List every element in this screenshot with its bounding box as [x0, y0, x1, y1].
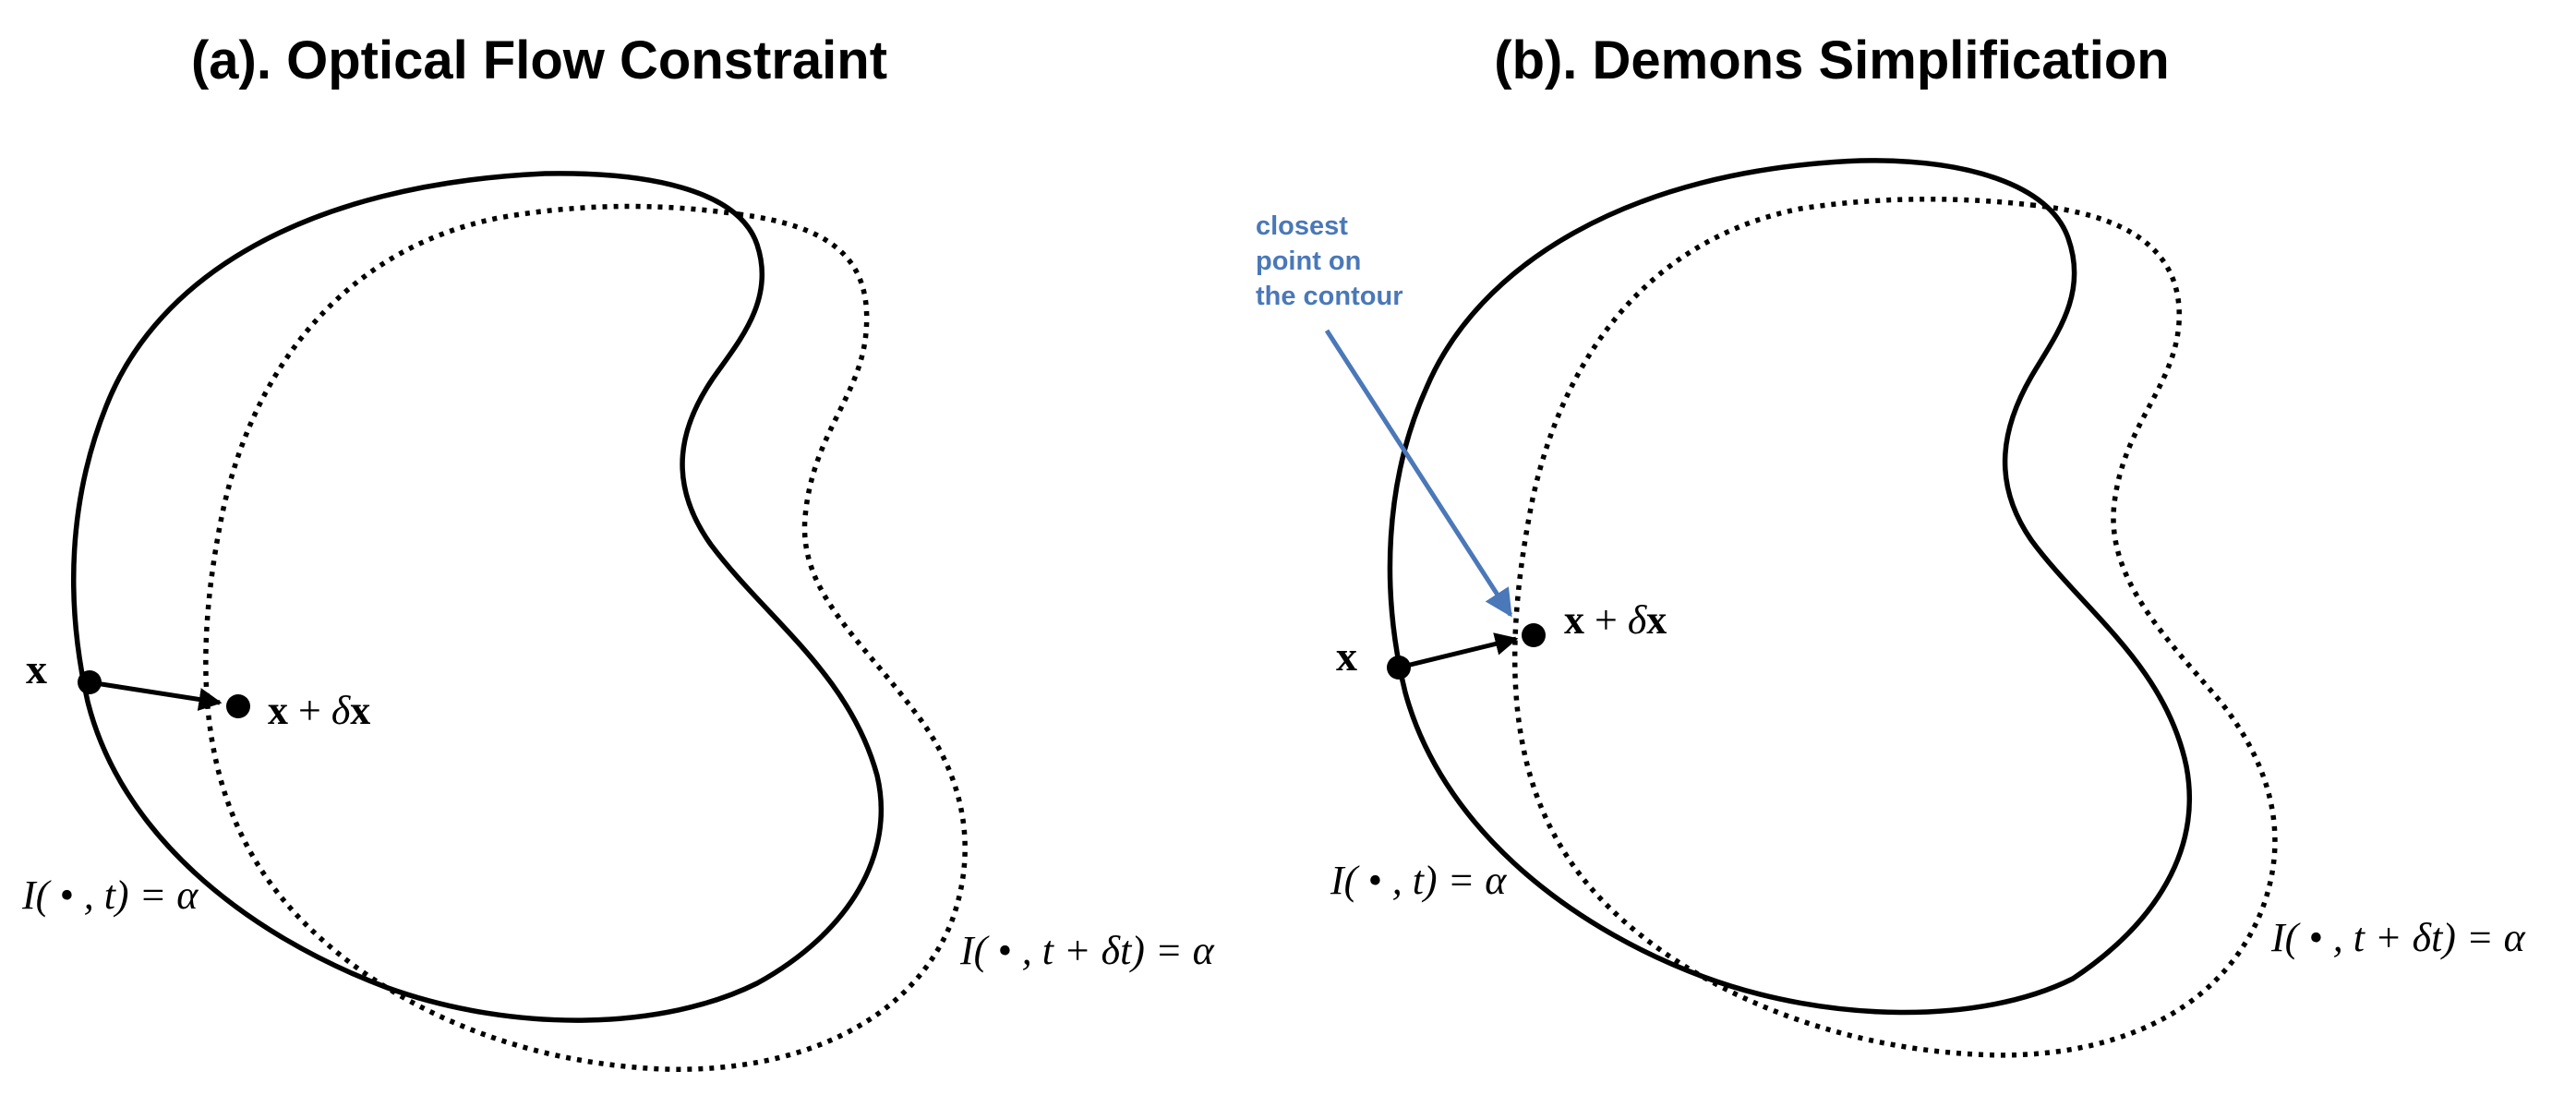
panel-b-point-x-label: x: [1336, 632, 1357, 680]
panel-b-annotation-line-1: closest: [1256, 211, 1348, 241]
panel-b-annotation: closest point on the contour: [1256, 211, 1403, 311]
panel-a: (a). Optical Flow Constraint x x + δx I(…: [21, 30, 1215, 1072]
panel-a-point-x-dx: [226, 694, 250, 718]
panel-b-annotation-arrow: [1324, 329, 1513, 618]
panel-a-contour-t-dt: [203, 203, 968, 1072]
panel-b-contour-t-dt-label: I( • , t + δt) = α: [2270, 915, 2526, 960]
panel-b-point-x: [1387, 656, 1411, 680]
panel-b-contour-t-label: I( • , t) = α: [1330, 858, 1507, 903]
panel-b-point-x-dx: [1522, 623, 1546, 647]
panel-a-contour-t: [70, 171, 885, 1023]
panel-a-title: (a). Optical Flow Constraint: [191, 30, 887, 90]
panel-a-point-x-label: x: [26, 645, 47, 692]
panel-b-annotation-line-2: point on: [1256, 247, 1361, 276]
panel-b-displacement-arrow: [1398, 632, 1519, 670]
panel-b-annotation-line-3: the contour: [1256, 282, 1403, 311]
panel-b: (b). Demons Simplification closest point…: [1256, 30, 2526, 1058]
panel-a-contour-t-label: I( • , t) = α: [21, 872, 199, 918]
panel-b-contour-t: [1387, 158, 2192, 1016]
panel-b-title: (b). Demons Simplification: [1494, 30, 2170, 90]
panel-a-point-x: [78, 670, 102, 694]
panel-a-point-x-dx-label: x + δx: [268, 688, 370, 733]
panel-b-point-x-dx-label: x + δx: [1564, 597, 1667, 643]
panel-a-contour-t-dt-label: I( • , t + δt) = α: [959, 928, 1215, 973]
panel-a-displacement-arrow: [89, 680, 223, 711]
